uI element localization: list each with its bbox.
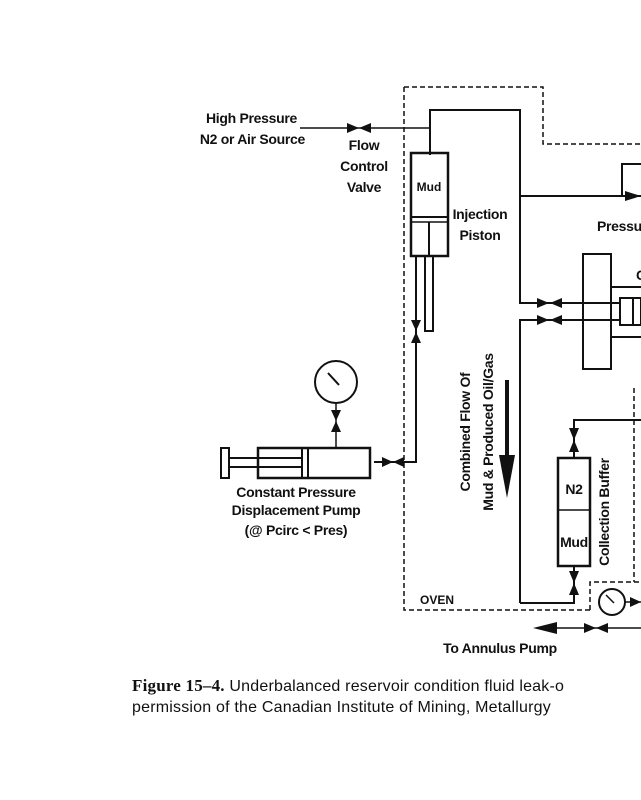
oven-label: OVEN	[420, 593, 454, 607]
buffer-bottom-line	[520, 566, 575, 604]
pump-label-line3: (@ Pcirc < Pres)	[245, 522, 348, 538]
combined-flow-arrow-icon	[499, 455, 515, 498]
caption-line1: Figure 15–4. Underbalanced reservoir con…	[132, 675, 641, 697]
buffer-top-valve-icon-b	[569, 440, 579, 452]
buffer-top-line	[573, 419, 641, 458]
pump-outlet-valve-icon-b	[393, 457, 404, 467]
figure-caption: Figure 15–4. Underbalanced reservoir con…	[132, 675, 641, 718]
gauge-valve-icon-b	[331, 421, 341, 432]
buffer-n2-label: N2	[565, 481, 583, 497]
buffer-top-valve-icon	[569, 428, 579, 440]
caption-text-line1: Underbalanced reservoir condition fluid …	[224, 678, 565, 695]
outlet-gauge-arrow-icon	[630, 597, 641, 607]
cell-upper-line	[519, 196, 620, 304]
flow-label-line1: Combined Flow Of	[457, 372, 473, 491]
valve-label-line1: Flow	[349, 137, 380, 153]
combined-flow-arrow-shaft	[505, 380, 509, 460]
oven-boundary-inner	[589, 581, 641, 610]
pressure-line-arrow-icon	[625, 191, 641, 201]
gauge-needle	[327, 372, 340, 386]
piston-rod	[424, 255, 434, 332]
piston-feed-line	[429, 109, 641, 197]
oven-boundary	[404, 86, 641, 145]
pressure-cell-flange	[582, 253, 612, 370]
cell-lower-line	[519, 319, 620, 603]
oven-boundary-left	[403, 87, 590, 611]
flow-control-valve-icon	[347, 123, 359, 133]
valve-label-line3: Valve	[347, 179, 382, 195]
pressure-label: Pressu	[597, 218, 641, 234]
pump-label-line2: Displacement Pump	[232, 502, 361, 518]
buffer-bottom-valve-icon	[569, 571, 579, 583]
cell-lower-valve-icon	[537, 315, 549, 325]
cell-upper-valve-icon-b	[550, 298, 562, 308]
caption-text-line2: permission of the Canadian Institute of …	[132, 699, 551, 716]
cell-upper-valve-icon	[537, 298, 549, 308]
pressure-cell-core	[619, 297, 641, 326]
gauge-valve-icon	[331, 410, 341, 421]
pump-label-line1: Constant Pressure	[236, 484, 356, 500]
valve-label-line2: Control	[340, 158, 388, 174]
pump-handle	[220, 447, 230, 479]
piston-label-line1: Injection	[453, 206, 508, 222]
piston-line-valve-icon-b	[411, 332, 421, 343]
annulus-valve-icon-b	[596, 623, 608, 633]
source-label-line1: High Pressure	[206, 110, 298, 126]
flow-control-valve-icon-b	[359, 123, 371, 133]
buffer-mud-label: Mud	[560, 534, 588, 550]
annulus-arrow-icon	[533, 622, 557, 634]
annulus-label: To Annulus Pump	[443, 640, 557, 656]
annulus-valve-icon	[584, 623, 596, 633]
buffer-bottom-valve-icon-b	[569, 583, 579, 595]
pressure-box	[621, 163, 641, 196]
pump-outlet-valve-icon	[382, 457, 393, 467]
piston-line-valve-icon	[411, 320, 421, 331]
source-label-line2: N2 or Air Source	[200, 131, 306, 147]
piston-mud-label: Mud	[417, 180, 442, 194]
pump-to-piston-line	[374, 256, 417, 463]
pump-barrel	[256, 446, 372, 480]
piston-label-line2: Piston	[460, 227, 501, 243]
cell-label: C	[636, 267, 641, 283]
collection-buffer-label: Collection Buffer	[596, 457, 612, 566]
outlet-gauge-needle	[605, 594, 615, 604]
figure-number: Figure 15–4.	[132, 676, 225, 695]
flow-label-line2: Mud & Produced Oil/Gas	[480, 353, 496, 511]
cell-lower-valve-icon-b	[550, 315, 562, 325]
